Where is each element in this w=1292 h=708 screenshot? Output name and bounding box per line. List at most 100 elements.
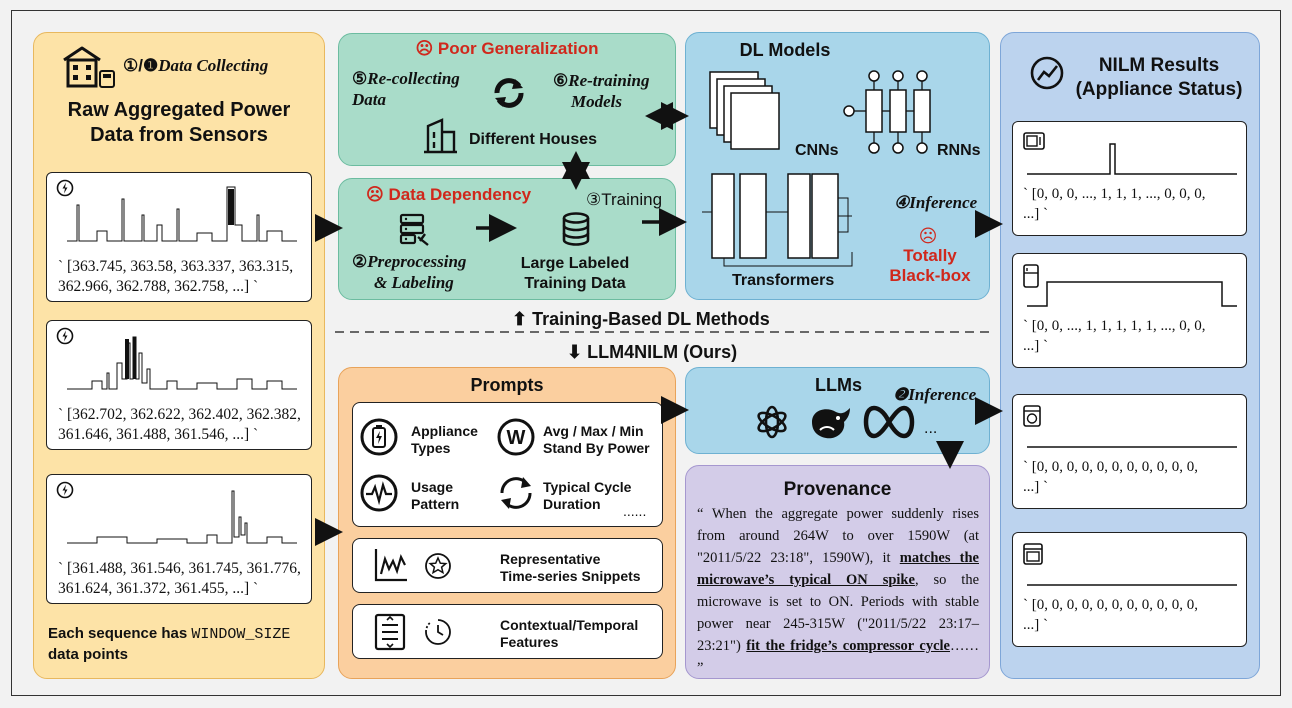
microwave-status-line2: ...] ` — [1023, 206, 1048, 222]
preprocessing-label-line1: Preprocessing — [367, 252, 467, 271]
black-box-line2: Black-box — [889, 266, 971, 285]
step-number: ② — [352, 252, 368, 271]
more-features-ellipsis: ...... — [623, 503, 647, 519]
sequence-2-values-line2: 361.646, 361.488, 361.546, ...] ` — [58, 426, 259, 443]
transformers-label: Transformers — [732, 272, 835, 289]
prompt-features-card: Appliance Types W Avg / Max / Min Stand … — [352, 402, 663, 527]
microwave-icon — [1023, 132, 1045, 155]
training-based-methods-label: ⬆ Training-Based DL Methods — [512, 309, 770, 329]
window-size-note-suffix: data points — [48, 646, 129, 663]
fridge-status-line2: ...] ` — [1023, 338, 1048, 354]
snippets-line1: Representative — [500, 551, 601, 567]
watt-icon: W — [496, 417, 536, 462]
line-chart-icon — [373, 547, 409, 588]
clock-history-icon — [423, 617, 453, 652]
contextual-label: Contextual/Temporal Features — [500, 617, 638, 651]
usage-pattern-label: Usage Pattern — [411, 479, 459, 513]
provenance-highlight-1: matches the microwave’s typical ON spike — [697, 550, 979, 588]
power-plug-icon — [56, 179, 74, 202]
nilm-results-title: NILM Results (Appliance Status) — [1064, 54, 1254, 102]
dishwasher-status-line2: ...] ` — [1023, 617, 1048, 633]
rnn-diagram — [843, 70, 931, 154]
inference-step-label: ④Inference — [894, 193, 978, 212]
nilm-results-title-line2: (Appliance Status) — [1075, 79, 1243, 100]
status-waveform — [1027, 281, 1237, 307]
refresh-cycle-icon — [491, 75, 527, 116]
provenance-text-part2: , so the microwave is set to ON. Periods… — [697, 572, 980, 654]
battery-icon — [359, 417, 399, 462]
result-card-fridge: ` [0, 0, ..., 1, 1, 1, 1, 1, ..., 0, 0, … — [1012, 253, 1247, 368]
poor-generalization-panel — [338, 33, 676, 166]
avg-power-line1: Avg / Max / Min — [543, 423, 644, 439]
llms-panel — [685, 367, 990, 454]
window-size-note: Each sequence has WINDOW_SIZE data point… — [48, 624, 318, 665]
sequence-3-values-line1: ` [361.488, 361.546, 361.745, 361.776, — [58, 560, 301, 577]
cycle-duration-label: Typical Cycle Duration — [543, 479, 631, 513]
step-number: ①/❶ — [123, 56, 159, 75]
pulse-icon — [359, 473, 399, 518]
usage-pattern-line1: Usage — [411, 479, 454, 495]
nilm-results-title-line1: NILM Results — [1098, 55, 1220, 76]
raw-data-title-line2: Data from Sensors — [90, 124, 268, 146]
llms-title: LLMs — [815, 375, 862, 395]
status-waveform — [1027, 446, 1237, 448]
prompts-title: Prompts — [470, 375, 544, 395]
snippets-card: Representative Time-series Snippets — [352, 538, 663, 593]
document-align-icon — [373, 613, 409, 656]
contextual-line2: Features — [500, 634, 559, 650]
database-icon — [562, 212, 590, 251]
provenance-text: “ When the aggregate power suddenly rise… — [697, 503, 979, 679]
appliance-types-line2: Types — [411, 440, 451, 456]
data-dependency-label: ☹ Data Dependency — [366, 185, 532, 204]
usage-pattern-line2: Pattern — [411, 496, 460, 512]
llm4nilm-label: ⬇ LLM4NILM (Ours) — [567, 342, 738, 362]
provenance-panel — [685, 465, 990, 679]
recollecting-label-line2: Data — [352, 90, 386, 109]
step-number: ⑥ — [553, 71, 569, 90]
recollecting-label-line1: Re-collecting — [367, 69, 460, 88]
data-collecting-step: ①/❶Data Collecting — [123, 56, 268, 76]
more-llms-ellipsis: ... — [924, 420, 938, 437]
large-labeled-data-line2: Training Data — [524, 275, 626, 292]
provenance-text-part1: “ When the aggregate power suddenly rise… — [697, 506, 979, 566]
sequence-card-2: ` [362.702, 362.622, 362.402, 362.382, 3… — [46, 320, 312, 450]
avg-power-label: Avg / Max / Min Stand By Power — [543, 423, 650, 457]
cnns-label: CNNs — [795, 142, 839, 159]
status-waveform — [1027, 584, 1237, 586]
window-size-code: WINDOW_SIZE — [191, 626, 291, 643]
result-card-washing-machine: ` [0, 0, 0, 0, 0, 0, 0, 0, 0, 0, 0, ...]… — [1012, 394, 1247, 509]
building-icon — [62, 46, 116, 88]
appliance-types-line1: Appliance — [411, 423, 478, 439]
sad-face-icon: ☹ — [918, 226, 938, 246]
snippets-line2: Time-series Snippets — [500, 568, 641, 584]
black-box-line1: Totally — [903, 246, 957, 265]
sequence-2-values-line1: ` [362.702, 362.622, 362.402, 362.382, — [58, 406, 301, 423]
deepseek-whale-icon — [808, 402, 854, 447]
black-box-label: Totally Black-box — [880, 246, 980, 286]
status-waveform — [1027, 143, 1237, 175]
large-labeled-data-line1: Large Labeled — [520, 255, 630, 272]
sequence-1-values-line2: 362.966, 362.788, 362.758, ...] ` — [58, 278, 259, 295]
power-plug-icon — [56, 327, 74, 350]
openai-logo-icon — [753, 403, 791, 446]
contextual-line1: Contextual/Temporal — [500, 617, 639, 633]
step-number: ⑤ — [352, 69, 368, 88]
cnn-diagram — [709, 71, 780, 150]
building-outline-icon — [422, 118, 458, 159]
power-waveform — [67, 490, 297, 544]
cycle-icon — [494, 471, 538, 520]
sequence-card-3: ` [361.488, 361.546, 361.745, 361.776, 3… — [46, 474, 312, 604]
training-step-label: ③Training — [586, 190, 663, 209]
contextual-card: Contextual/Temporal Features — [352, 604, 663, 659]
avg-power-line2: Stand By Power — [543, 440, 650, 456]
svg-text:W: W — [507, 427, 526, 449]
washing-machine-icon — [1023, 405, 1041, 432]
preprocessing-step: ②Preprocessing & Labeling — [352, 251, 466, 293]
window-size-note-prefix: Each sequence has — [48, 625, 192, 642]
dishwasher-icon — [1023, 543, 1043, 570]
appliance-types-label: Appliance Types — [411, 423, 478, 457]
llm-inference-step-label: ❷Inference — [893, 385, 977, 404]
sequence-1-values-line1: ` [363.745, 363.58, 363.337, 363.315, — [58, 258, 294, 275]
retraining-step: ⑥Re-training Models — [553, 70, 650, 112]
